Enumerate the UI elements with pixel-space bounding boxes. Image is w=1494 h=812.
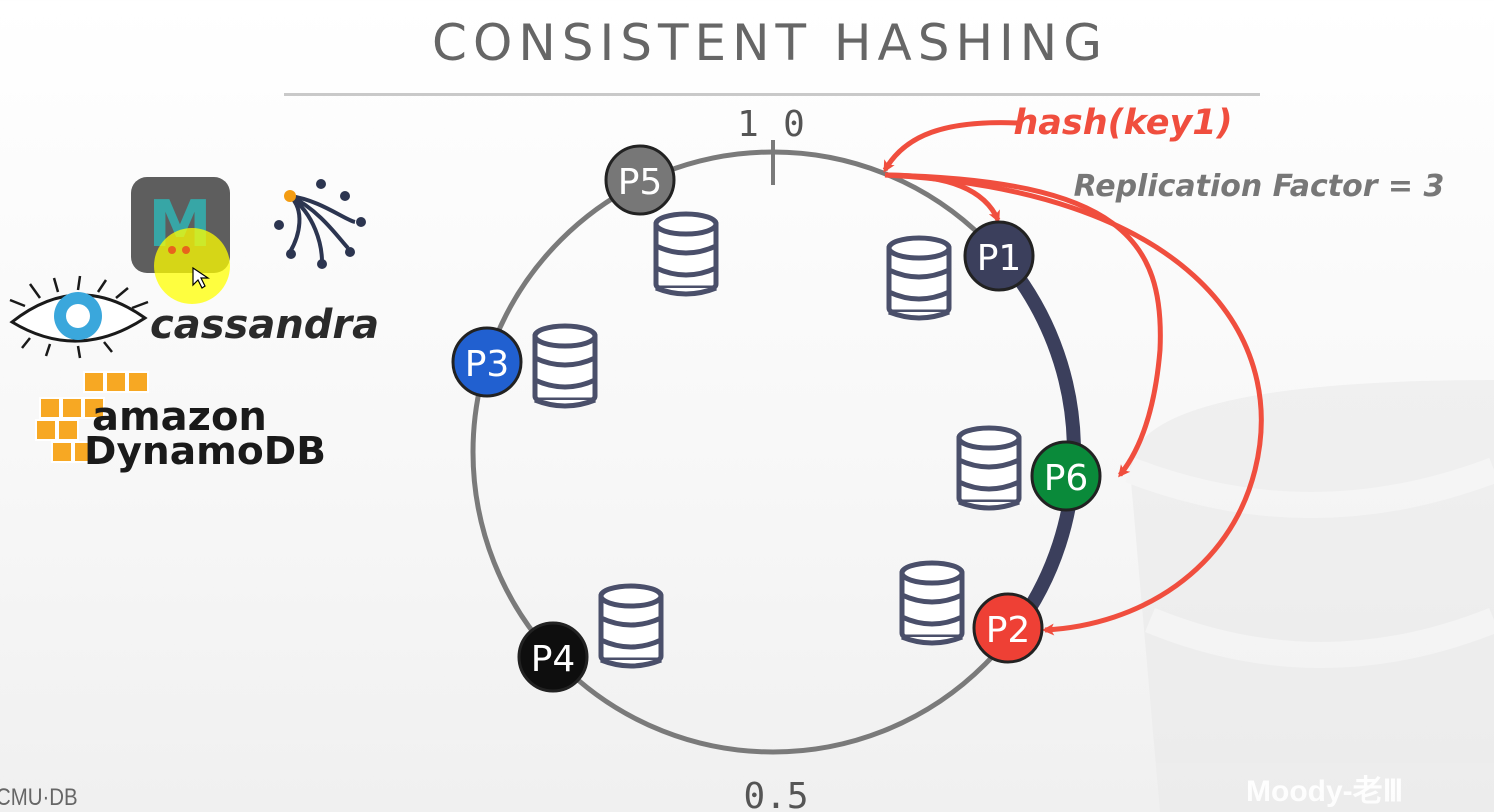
cubes-icon (35, 371, 149, 463)
partition-node-p1: P1 (963, 220, 1035, 292)
eye-icon (9, 275, 149, 359)
slide-title: CONSISTENT HASHING (432, 14, 1108, 72)
replication-factor-label: Replication Factor = 3 (1074, 169, 1445, 204)
partition-node-p5: P5 (604, 144, 676, 216)
partition-node-p3: P3 (451, 326, 523, 398)
hash-key-label: hash(key1) (1013, 103, 1232, 143)
partition-node-p2: P2 (972, 592, 1044, 664)
replication-arrows (882, 120, 1264, 636)
partition-label: P4 (531, 639, 576, 680)
database-icon (886, 235, 952, 321)
background-database-watermark (1125, 380, 1494, 812)
partition-label: P2 (986, 610, 1031, 651)
network-origin-icon (284, 190, 296, 202)
network-logo (274, 179, 366, 269)
partition-node-p6: P6 (1030, 440, 1102, 512)
mouse-cursor-icon (192, 266, 210, 289)
amazon-wordmark: amazon (92, 394, 267, 440)
database-icon (899, 560, 965, 646)
database-icon (532, 323, 598, 409)
partition-label: P3 (465, 344, 510, 385)
cmu-db-logo: CMU·DB (0, 784, 78, 811)
title-divider (284, 93, 1260, 96)
cassandra-logo: cassandra (9, 275, 379, 359)
partition-label: P6 (1044, 458, 1089, 499)
dynamodb-logo: amazon DynamoDB (35, 371, 326, 473)
ring-label-zero: 0 (783, 104, 805, 145)
hash-arrow (882, 120, 1019, 173)
arrow-to-p6 (884, 172, 1163, 478)
video-watermark: Moody-老Ⅲ (1246, 775, 1404, 808)
partition-label: P1 (977, 238, 1022, 279)
dynamodb-wordmark: DynamoDB (84, 429, 326, 473)
cassandra-wordmark: cassandra (150, 302, 379, 348)
cursor-highlight (154, 228, 230, 304)
ring-label-one: 1 (737, 104, 759, 145)
ring-label-half: 0.5 (743, 776, 808, 812)
arrow-to-p2 (884, 172, 1264, 636)
partition-node-p4: P4 (517, 621, 589, 693)
database-icon (653, 211, 719, 297)
memcached-logo: M (131, 177, 230, 304)
database-icon (956, 425, 1022, 511)
partition-label: P5 (618, 162, 663, 203)
database-icon (598, 583, 664, 669)
